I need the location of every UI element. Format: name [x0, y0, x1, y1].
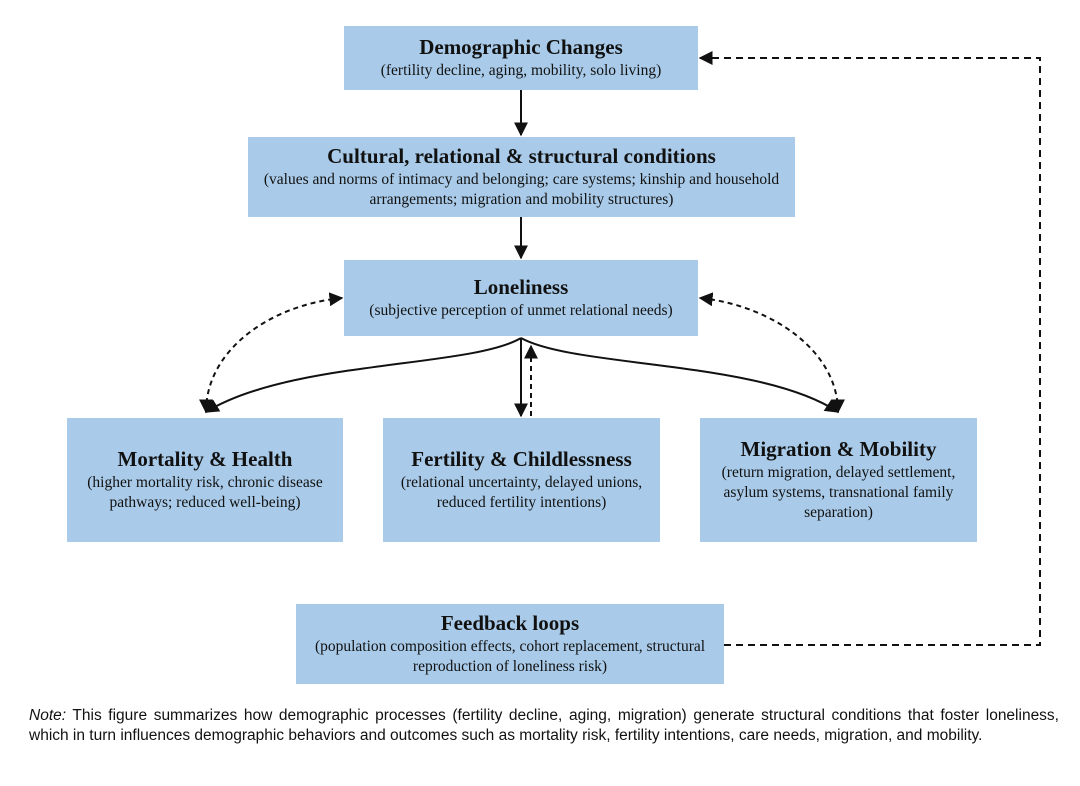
box-loneliness-subtitle: (subjective perception of unmet relation… — [369, 302, 673, 319]
box-demographic-changes-subtitle: (fertility decline, aging, mobility, sol… — [380, 62, 662, 79]
arrow-feedback-to-demographic — [698, 51, 1041, 646]
figure-note: Note: This figure summarizes how demogra… — [29, 706, 1059, 746]
box-cultural-conditions: Cultural, relational & structural condit… — [248, 137, 795, 217]
box-migration-mobility: Migration & Mobility (return migration, … — [700, 418, 977, 542]
box-demographic-changes-title: Demographic Changes — [419, 35, 623, 59]
box-mortality-health-subtitle: (higher mortality risk, chronic disease … — [87, 474, 323, 511]
box-loneliness-title: Loneliness — [473, 275, 569, 299]
box-demographic-changes: Demographic Changes (fertility decline, … — [344, 26, 698, 90]
arrow-migration-loneliness-feedback — [698, 292, 845, 414]
box-mortality-health: Mortality & Health (higher mortality ris… — [67, 418, 343, 542]
box-migration-mobility-subtitle: (return migration, delayed settlement, a… — [721, 464, 956, 521]
figure-note-label: Note: — [29, 707, 67, 724]
box-fertility-childlessness-subtitle: (relational uncertainty, delayed unions,… — [400, 474, 643, 511]
box-fertility-childlessness: Fertility & Childlessness (relational un… — [383, 418, 660, 542]
box-cultural-conditions-title: Cultural, relational & structural condit… — [327, 144, 716, 168]
box-fertility-childlessness-title: Fertility & Childlessness — [411, 447, 632, 471]
box-loneliness: Loneliness (subjective perception of unm… — [344, 260, 698, 336]
arrow-loneliness-to-mortality — [204, 337, 522, 413]
figure-note-text: This figure summarizes how demographic p… — [29, 707, 1059, 744]
box-feedback-loops: Feedback loops (population composition e… — [296, 604, 724, 684]
arrow-loneliness-to-migration — [520, 337, 840, 413]
box-migration-mobility-title: Migration & Mobility — [740, 437, 937, 461]
box-feedback-loops-subtitle: (population composition effects, cohort … — [314, 638, 706, 675]
box-mortality-health-title: Mortality & Health — [117, 447, 293, 471]
box-cultural-conditions-subtitle: (values and norms of intimacy and belong… — [263, 171, 780, 208]
box-feedback-loops-title: Feedback loops — [440, 611, 580, 635]
arrow-mortality-loneliness-feedback — [199, 292, 344, 414]
